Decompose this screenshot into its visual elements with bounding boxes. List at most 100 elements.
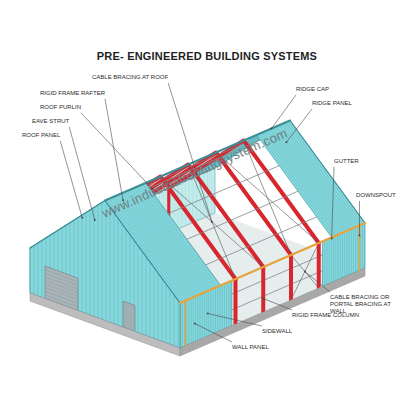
wall-rib: [146, 258, 147, 336]
door-slat: [45, 273, 78, 285]
wall-rib: [219, 286, 220, 331]
label-holder: RIGID FRAME RAFTER: [40, 90, 105, 97]
downspout: [185, 301, 187, 346]
roof-rib: [264, 133, 338, 233]
label-holder: SIDEWALL: [262, 328, 292, 335]
label-holder: ROOF PURLIN: [40, 104, 81, 111]
part-label: ROOF PANEL: [22, 132, 60, 139]
leader-line: [286, 109, 312, 142]
label-holder: ROOF PANEL: [22, 132, 60, 139]
roof-rib: [260, 135, 334, 235]
wall-rib: [346, 231, 347, 276]
wall-rib: [166, 285, 167, 343]
door-slat: [45, 281, 78, 293]
wall-rib: [204, 292, 205, 337]
leader-dot: [211, 221, 213, 223]
wall-rib: [186, 300, 187, 345]
roof-rib: [286, 123, 360, 223]
roof-rib: [262, 134, 336, 234]
part-label: ROOF PURLIN: [40, 104, 81, 111]
watermark: www.industrialroofingsystem.com: [100, 126, 290, 222]
wall-rib: [331, 238, 332, 283]
concrete-base: [30, 293, 180, 356]
label-holder: www.industrialroofingsystem.com: [100, 126, 290, 222]
leader-line: [168, 83, 212, 222]
wall-rib: [342, 233, 343, 278]
rake-trim: [290, 121, 365, 224]
part-label: RIDGE CAP: [296, 86, 329, 93]
leader-dot: [81, 217, 83, 219]
label-holder: DOWNSPOUT: [356, 192, 396, 199]
wall-rib: [138, 247, 139, 333]
part-label: EAVE STRUT: [32, 118, 69, 125]
wall-rib: [355, 227, 356, 272]
label-holder: RIDGE PANEL: [312, 100, 352, 107]
concrete-base: [180, 268, 365, 356]
wall-rib: [191, 298, 192, 343]
wall-rib: [174, 296, 175, 346]
leader-line: [105, 99, 123, 200]
label-holder: GUTTER: [334, 158, 359, 165]
leader-dot: [207, 313, 209, 315]
leader-line: [208, 314, 262, 327]
leader-line: [359, 201, 360, 236]
wall-rib: [162, 279, 163, 341]
wall-rib: [90, 211, 91, 315]
leader-line: [263, 299, 292, 311]
label-holder: EAVE STRUT: [32, 118, 69, 125]
leader-dot: [331, 237, 333, 239]
wall-rib: [82, 216, 83, 311]
wall-rib: [224, 284, 225, 329]
roof-rib: [284, 124, 358, 224]
rigid-frame-column: [317, 243, 321, 288]
door-slat: [45, 277, 78, 289]
wall-rib: [192, 178, 193, 223]
wall-rib: [150, 263, 151, 337]
ridge-cap: [105, 121, 290, 201]
wall-rib: [185, 181, 186, 226]
wall-rib: [202, 293, 203, 338]
part-label: RIDGE PANEL: [312, 100, 352, 107]
roof-rib: [280, 126, 354, 226]
leader-dot: [304, 271, 306, 273]
walk-door: [123, 301, 135, 332]
leader-dot: [262, 298, 264, 300]
leader-line: [60, 141, 82, 218]
wall-rib: [178, 184, 179, 229]
wall-cable-bracing: [291, 255, 319, 288]
wall-rib: [353, 228, 354, 273]
part-label: RIGID FRAME RAFTER: [40, 90, 105, 97]
leader-line: [305, 272, 330, 293]
leader-dot: [194, 323, 196, 325]
rake-trim: [30, 201, 105, 249]
wall-rib: [211, 170, 212, 215]
wall-rib: [199, 294, 200, 339]
wall-rib: [337, 235, 338, 280]
rigid-frame-column: [234, 279, 238, 324]
leader-dot: [358, 234, 360, 236]
wall-rib: [217, 287, 218, 332]
wall-rib: [364, 223, 365, 268]
wall-rib: [196, 176, 197, 221]
leader-dot: [271, 128, 273, 130]
roof-rib: [266, 132, 340, 232]
part-label: CABLE BRACING AT ROOF: [92, 74, 168, 81]
roof-rib: [273, 129, 347, 229]
wall-rib: [344, 232, 345, 277]
wall-rib: [188, 299, 189, 344]
wall-rib: [333, 237, 334, 282]
wall-rib: [182, 302, 183, 347]
door-slat: [45, 284, 78, 296]
wall-rib: [94, 208, 95, 316]
leader-line: [332, 167, 334, 239]
part-label: RIGID FRAME COLUMN: [292, 312, 359, 319]
part-label: GUTTER: [334, 158, 359, 165]
wall-rib: [213, 289, 214, 334]
wall-rib: [158, 274, 159, 340]
roof-rib: [269, 131, 343, 231]
label-holder: RIDGE CAP: [296, 86, 329, 93]
part-label: CABLE BRACING OR PORTAL BRACING AT WALL: [330, 294, 394, 315]
label-holder: RIGID FRAME COLUMN: [292, 312, 359, 319]
wall-rib: [122, 225, 123, 327]
